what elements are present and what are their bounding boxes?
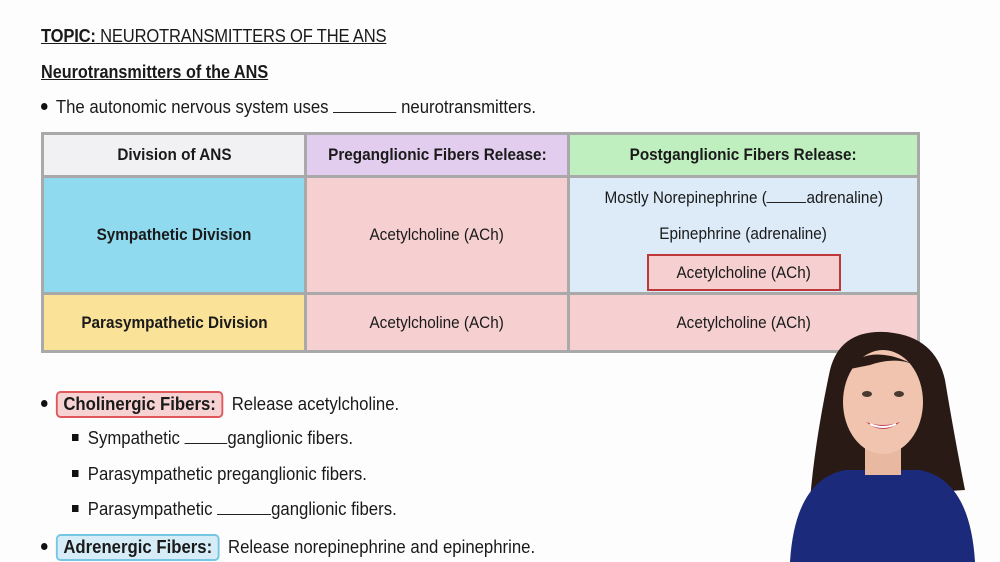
fill-in-blank bbox=[333, 111, 397, 113]
table-row-parasympathetic: Parasympathetic Division Acetylcholine (… bbox=[41, 292, 920, 353]
table-header-row: Division of ANS Preganglionic Fibers Rel… bbox=[41, 132, 920, 178]
intro-bullet: The autonomic nervous system uses neurot… bbox=[41, 97, 536, 118]
intro-text-after: neurotransmitters. bbox=[401, 97, 536, 117]
sub-bullet: Sympathetic ganglionic fibers. bbox=[72, 428, 353, 449]
topic-label: TOPIC: bbox=[41, 26, 96, 46]
highlighted-ach-box: Acetylcholine (ACh) bbox=[646, 253, 841, 291]
fill-in-blank bbox=[766, 201, 807, 203]
neurotransmitter-table: Division of ANS Preganglionic Fibers Rel… bbox=[41, 132, 920, 353]
adrenergic-tag: Adrenergic Fibers: bbox=[55, 534, 220, 561]
bullet-dot-icon bbox=[41, 542, 48, 550]
intro-text-before: The autonomic nervous system uses bbox=[55, 97, 329, 117]
adrenergic-bullet: Adrenergic Fibers: Release norepinephrin… bbox=[41, 534, 535, 561]
cell-parasympathetic-post: Acetylcholine (ACh) bbox=[567, 292, 920, 353]
cholinergic-bullet: Cholinergic Fibers: Release acetylcholin… bbox=[41, 391, 399, 418]
square-bullet-icon bbox=[72, 504, 79, 512]
cell-parasympathetic-division: Parasympathetic Division bbox=[41, 292, 307, 353]
header-postganglionic: Postganglionic Fibers Release: bbox=[567, 132, 920, 178]
cell-parasympathetic-pre: Acetylcholine (ACh) bbox=[304, 292, 570, 353]
bullet-dot-icon bbox=[41, 102, 48, 110]
bullet-dot-icon bbox=[41, 399, 48, 407]
topic-heading: TOPIC: NEUROTRANSMITTERS OF THE ANS bbox=[41, 26, 387, 47]
cell-sympathetic-pre: Acetylcholine (ACh) bbox=[304, 175, 570, 295]
section-title: Neurotransmitters of the ANS bbox=[41, 62, 269, 82]
cholinergic-text: Release acetylcholine. bbox=[231, 394, 400, 414]
table-row-sympathetic: Sympathetic Division Acetylcholine (ACh)… bbox=[41, 175, 920, 295]
header-preganglionic: Preganglionic Fibers Release: bbox=[304, 132, 570, 178]
presenter-video-image bbox=[790, 331, 975, 562]
adrenergic-text: Release norepinephrine and epinephrine. bbox=[227, 537, 536, 557]
square-bullet-icon bbox=[72, 469, 79, 477]
square-bullet-icon bbox=[72, 433, 79, 441]
post-line1-after: adrenaline) bbox=[806, 187, 883, 207]
cell-sympathetic-division: Sympathetic Division bbox=[41, 175, 307, 295]
post-line1-before: Mostly Norepinephrine ( bbox=[604, 187, 767, 207]
sub-bullet: Parasympathetic preganglionic fibers. bbox=[72, 464, 367, 485]
topic-title: NEUROTRANSMITTERS OF THE ANS bbox=[100, 26, 387, 46]
cell-sympathetic-post: Mostly Norepinephrine ( adrenaline) Epine… bbox=[567, 175, 920, 295]
fill-in-blank bbox=[184, 442, 228, 444]
cholinergic-tag: Cholinergic Fibers: bbox=[55, 391, 224, 418]
fill-in-blank bbox=[217, 513, 272, 515]
post-line2: Epinephrine (adrenaline) bbox=[659, 223, 828, 243]
header-division: Division of ANS bbox=[41, 132, 307, 178]
sub-bullet: Parasympathetic ganglionic fibers. bbox=[72, 499, 397, 520]
